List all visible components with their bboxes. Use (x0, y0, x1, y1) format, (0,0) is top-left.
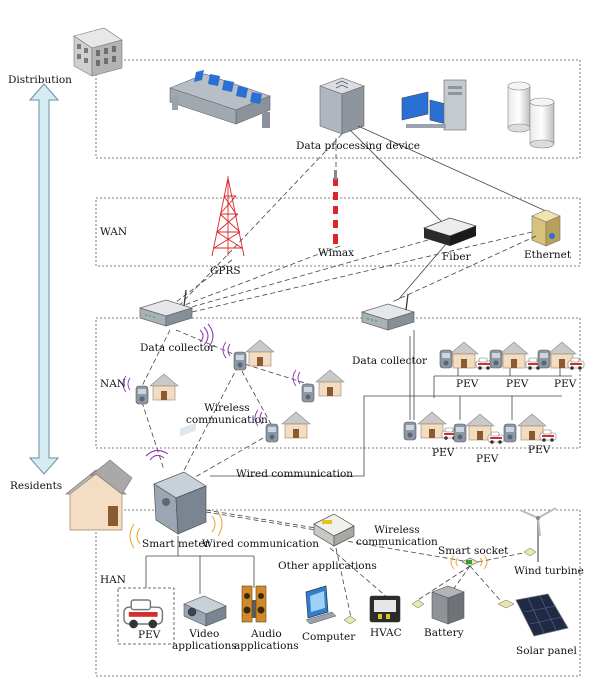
residents-house-icon (65, 459, 133, 531)
smart-meter-icon (153, 422, 207, 535)
label-pev-bottom-3: PEV (528, 444, 551, 456)
han-pev-dashed-box (117, 587, 175, 645)
label-pev-han: PEV (138, 629, 161, 641)
control-room-desk-icon (169, 70, 271, 128)
label-smart-meter: Smart meter (142, 538, 210, 550)
label-wired-communication-nan: Wired communication (236, 468, 354, 480)
label-wireless-communication-han: Wireless communication (356, 524, 438, 548)
hvac-icon (369, 595, 401, 623)
nan-frame (95, 317, 581, 449)
wan-links (175, 231, 537, 313)
label-wired-communication-han: Wired communication (202, 538, 320, 550)
pev-meter-bottom-1 (403, 421, 417, 441)
nan-wired-links (210, 330, 572, 477)
battery-icon (411, 585, 465, 625)
wimax-antenna-icon (333, 170, 338, 244)
backbone-links (174, 125, 549, 311)
wifi-waves-collector-left (199, 323, 214, 349)
label-video-applications: Video applications (172, 628, 237, 652)
nan-house-2 (245, 339, 275, 367)
label-data-processing-device: Data processing device (296, 140, 420, 152)
pev-meter-bottom-2 (453, 423, 467, 443)
audio-speakers-icon (241, 585, 267, 623)
wind-turbine-icon (519, 507, 557, 562)
pev-house-top-2 (499, 341, 529, 369)
pev-car-top-1 (475, 357, 493, 371)
label-other-applications: Other applications (278, 560, 377, 572)
workstation-monitors-icon (401, 79, 467, 131)
han-pev-car-icon (122, 598, 164, 630)
distribution-frame (95, 59, 581, 159)
nan-wireless-links (141, 329, 309, 481)
pev-meter-top-1 (439, 349, 453, 369)
label-data-collector-left: Data collector (140, 342, 216, 354)
label-audio-applications: Audio applications (234, 628, 299, 652)
label-distribution: Distribution (8, 74, 72, 86)
video-projector-icon (183, 595, 227, 627)
label-smart-socket: Smart socket (438, 545, 509, 557)
label-pev-bottom-1: PEV (432, 447, 455, 459)
distribution-residents-arrow (28, 83, 60, 475)
label-pev-top-3: PEV (554, 378, 577, 390)
fiber-switch-icon (422, 217, 478, 246)
label-fiber: Fiber (442, 251, 471, 263)
nan-house-3 (315, 369, 345, 397)
label-hvac: HVAC (370, 627, 402, 639)
data-collector-right-icon (361, 293, 415, 331)
distribution-building-icon (73, 27, 123, 77)
nan-meter-2 (233, 351, 247, 371)
nan-meter-4 (265, 423, 279, 443)
smart-meter-wifi-waves (129, 450, 223, 549)
label-wind-turbine: Wind turbine (514, 565, 584, 577)
nan-house-4 (281, 411, 311, 439)
label-solar-panel: Solar panel (516, 645, 577, 657)
computer-icon (305, 585, 357, 625)
nan-meter-1 (135, 385, 149, 405)
nan-house-1 (149, 373, 179, 401)
smart-socket-waves (450, 554, 488, 570)
smart-socket-icon (461, 557, 479, 567)
han-frame (95, 509, 581, 677)
han-wireless-links (205, 509, 529, 623)
han-wired-links (145, 536, 255, 594)
label-gprs: GPRS (210, 265, 241, 277)
label-wan: WAN (100, 226, 128, 238)
label-pev-top-1: PEV (456, 378, 479, 390)
label-han: HAN (100, 574, 126, 586)
home-gateway-icon (313, 513, 355, 547)
data-collector-left-icon (139, 289, 193, 327)
pev-meter-bottom-3 (503, 423, 517, 443)
label-pev-bottom-2: PEV (476, 453, 499, 465)
pev-meter-top-3 (537, 349, 551, 369)
solar-panel-icon (497, 593, 569, 637)
label-computer: Computer (302, 631, 356, 643)
label-ethernet: Ethernet (524, 249, 572, 261)
gprs-tower-icon (211, 176, 245, 257)
label-wireless-communication-nan: Wireless communication (186, 402, 268, 426)
label-nan: NAN (100, 378, 126, 390)
ethernet-box-icon (531, 209, 561, 247)
label-battery: Battery (424, 627, 464, 639)
nan-meter-3 (301, 383, 315, 403)
label-data-collector-right: Data collector (352, 355, 428, 367)
label-residents: Residents (10, 480, 63, 492)
label-wimax: Wimax (318, 247, 355, 259)
pev-house-top-1 (449, 341, 479, 369)
label-pev-top-2: PEV (506, 378, 529, 390)
database-cylinders-icon (507, 81, 555, 149)
data-processing-server-icon (319, 77, 365, 135)
pev-meter-top-2 (489, 349, 503, 369)
nan-wifi-waves (122, 341, 301, 427)
